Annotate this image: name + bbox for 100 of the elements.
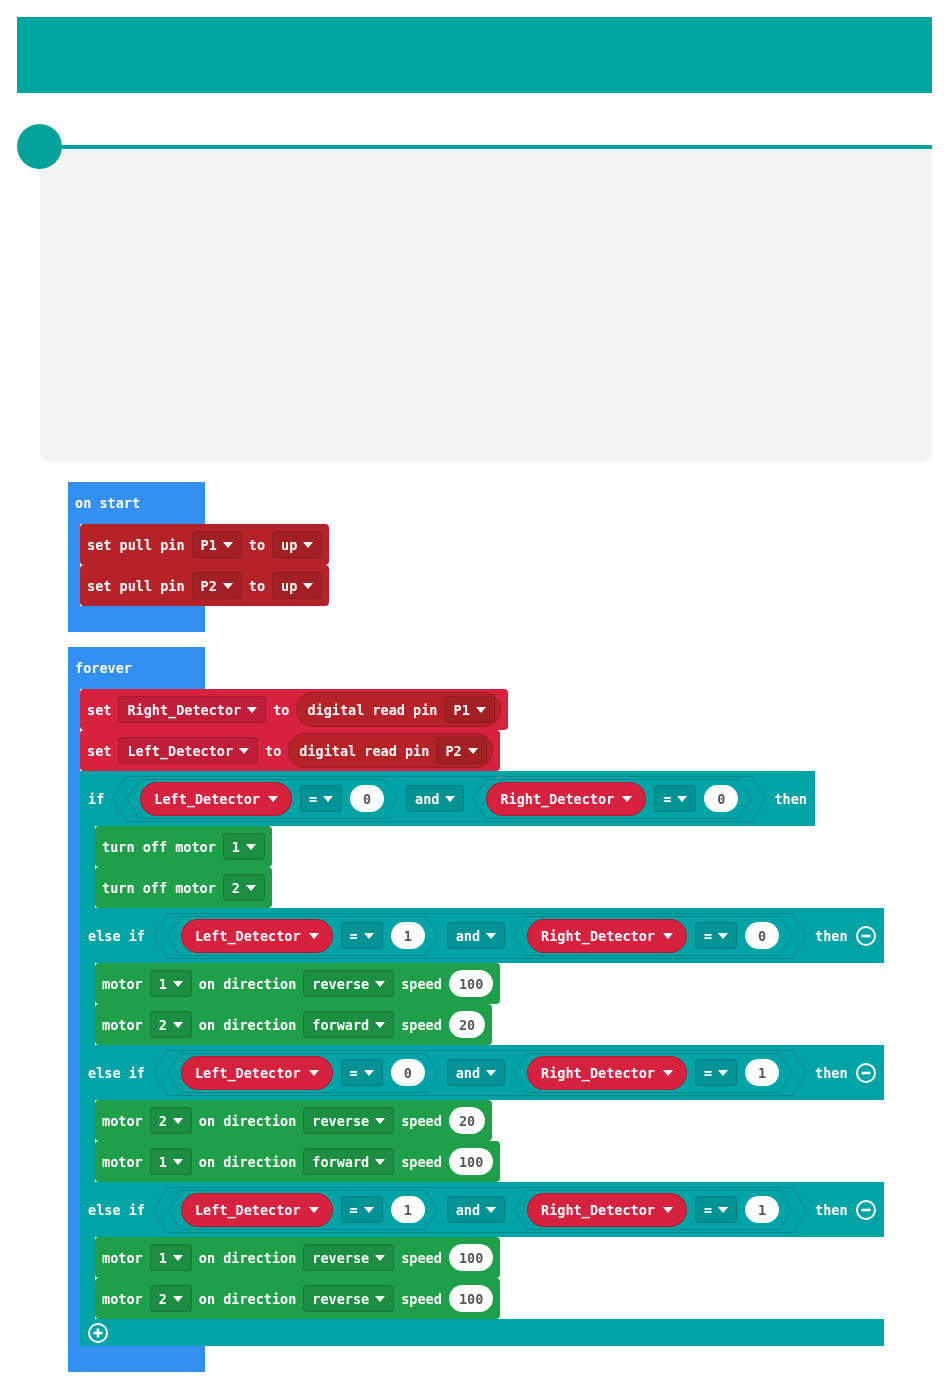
block-label: then [774, 790, 807, 807]
block-label: motor [102, 975, 143, 992]
block-label: set [87, 701, 112, 718]
block-label: on direction [198, 975, 297, 992]
block-label: set [87, 742, 112, 759]
dropdown-field: and [446, 1196, 506, 1223]
reporter-block [288, 733, 493, 768]
dropdown-field: and [446, 1059, 506, 1086]
block-label: then [815, 1064, 848, 1081]
block-label: motor [102, 1290, 143, 1307]
block-label: motor [102, 1112, 143, 1129]
comparison-block [126, 778, 399, 819]
block-label: else if [88, 927, 145, 944]
block-label: if [88, 790, 105, 807]
and-block [152, 912, 808, 959]
block-label: turn off motor [102, 838, 216, 855]
block-label: motor [102, 1153, 143, 1170]
comparison-block [166, 1052, 439, 1093]
variable-reporter: Left_Detector [180, 1055, 333, 1090]
comparison-block [166, 915, 439, 956]
number-field: 20 [448, 1011, 486, 1038]
statement-block [80, 730, 500, 771]
dropdown-field: 1 [222, 833, 265, 860]
statement-block [95, 1100, 493, 1141]
block-label: then [815, 1201, 848, 1218]
number-field: 100 [448, 1285, 494, 1312]
block-label: speed [401, 1112, 442, 1129]
dropdown-field: 1 [149, 970, 192, 997]
dropdown-field: P1 [191, 531, 242, 558]
statement-block [95, 867, 272, 908]
dropdown-field: = [654, 785, 697, 812]
dropdown-field: = [340, 1196, 383, 1223]
number-field: 100 [448, 970, 494, 997]
dropdown-field: and [446, 922, 506, 949]
block-label: on direction [198, 1153, 297, 1170]
block-label: then [815, 927, 848, 944]
block-label: speed [401, 1153, 442, 1170]
block-label: on direction [198, 1016, 297, 1033]
dropdown-field: = [340, 1059, 383, 1086]
block-label: motor [102, 1249, 143, 1266]
dropdown-field: = [694, 1059, 738, 1086]
block-label: to [248, 577, 266, 594]
statement-block [95, 1141, 501, 1182]
variable-reporter: Left_Detector [180, 1192, 333, 1227]
variable-reporter: Right_Detector [527, 1055, 687, 1090]
block-label: on direction [198, 1290, 297, 1307]
comparison-block [513, 915, 794, 956]
block-label: on direction [198, 1112, 297, 1129]
comparison-block [513, 1189, 794, 1230]
block-label: speed [401, 1249, 442, 1266]
dropdown-field: up [272, 531, 323, 558]
dropdown-field: 2 [222, 874, 265, 901]
block-label: digital read pin [299, 742, 430, 759]
block-label: on start [75, 495, 141, 511]
dropdown-field: = [694, 1196, 738, 1223]
block-label: turn off motor [102, 879, 216, 896]
block-label: else if [88, 1064, 145, 1081]
block-label: to [265, 742, 282, 759]
number-field: 100 [448, 1244, 494, 1271]
dropdown-field: up [272, 572, 323, 599]
dropdown-field: 1 [149, 1244, 192, 1271]
comparison-block [166, 1189, 439, 1230]
statement-block [80, 524, 330, 565]
if-block [80, 771, 884, 1346]
number-field: 20 [448, 1107, 486, 1134]
dropdown-field: 2 [149, 1285, 192, 1312]
comparison-block [513, 1052, 794, 1093]
statement-block [80, 565, 330, 606]
dropdown-field: forward [303, 1011, 395, 1038]
variable-reporter: Right_Detector [527, 1192, 687, 1227]
variable-reporter: Right_Detector [527, 918, 687, 953]
dropdown-field: P2 [191, 572, 242, 599]
dropdown-field: P1 [444, 696, 495, 723]
dropdown-field: and [406, 785, 465, 812]
and-block [112, 775, 767, 822]
dropdown-field: reverse [303, 1244, 395, 1271]
comparison-block [472, 778, 753, 819]
variable-reporter: Left_Detector [180, 918, 333, 953]
number-field: 100 [448, 1148, 494, 1175]
statement-block [95, 1237, 501, 1278]
dropdown-field: 2 [149, 1107, 192, 1134]
block-label: to [248, 536, 266, 553]
dropdown-field: 1 [149, 1148, 192, 1175]
and-block [152, 1186, 808, 1233]
dropdown-field: reverse [303, 1107, 395, 1134]
block-label: set pull pin [87, 577, 185, 594]
reporter-block [296, 692, 501, 727]
statement-block [95, 1004, 493, 1045]
statement-block [95, 826, 272, 867]
dropdown-field: reverse [303, 970, 395, 997]
block-label: motor [102, 1016, 143, 1033]
dropdown-field: = [340, 922, 383, 949]
dropdown-field: 2 [149, 1011, 192, 1038]
block-label: set pull pin [87, 536, 185, 553]
statement-block [80, 689, 508, 730]
block-label: else if [88, 1201, 145, 1218]
dropdown-field: reverse [303, 1285, 395, 1312]
block-label: speed [401, 1290, 442, 1307]
block-label: on direction [198, 1249, 297, 1266]
statement-block [95, 1278, 501, 1319]
